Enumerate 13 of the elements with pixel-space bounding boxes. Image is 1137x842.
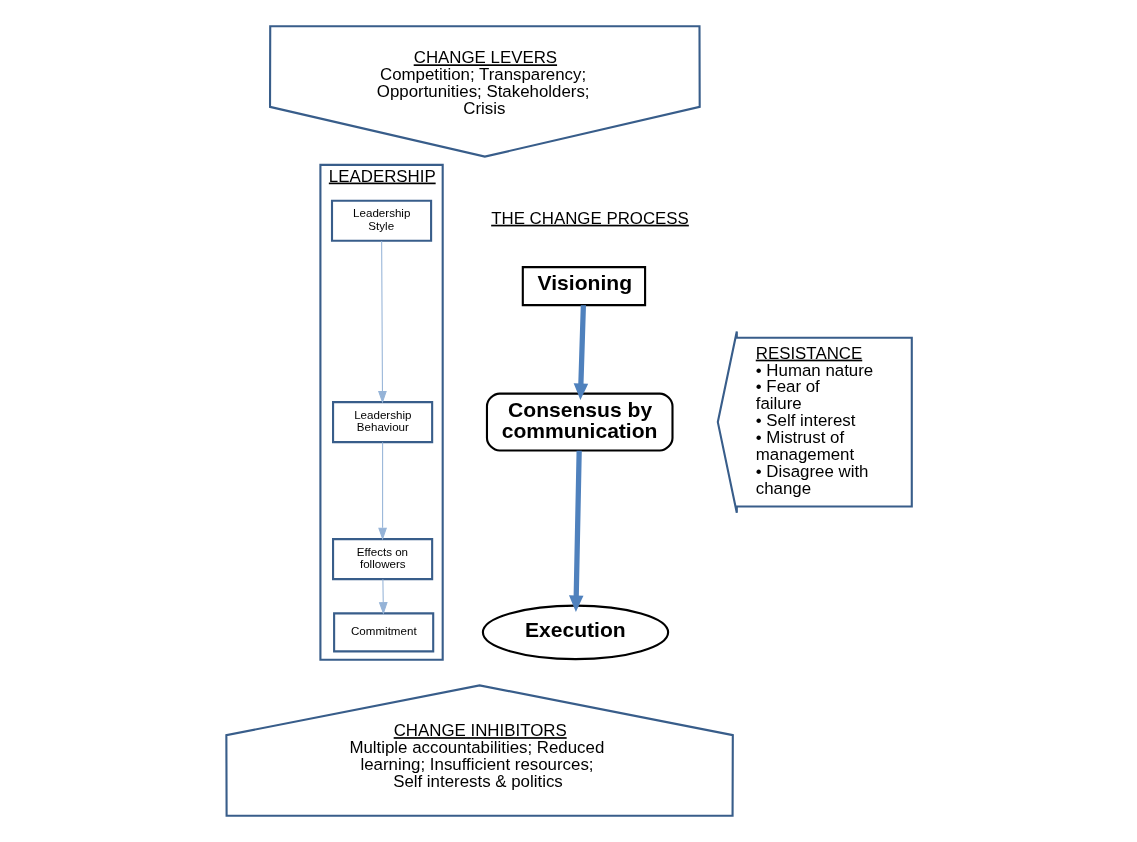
- node-box: Leadership Behaviour: [331, 401, 433, 444]
- arrow: [568, 450, 583, 613]
- node-box: Commitment: [332, 612, 434, 653]
- arrow: [377, 240, 387, 404]
- node-ellipse: Execution: [481, 604, 669, 661]
- node-box: Leadership Style: [330, 199, 432, 242]
- arrow: [377, 441, 387, 541]
- arrow: [573, 305, 588, 401]
- arrow: [378, 578, 388, 615]
- label: THE CHANGE PROCESS: [490, 208, 689, 228]
- node-box: Effects on followers: [331, 538, 433, 581]
- node-box: Visioning: [521, 266, 646, 307]
- node-box: Consensus by communication: [485, 392, 674, 452]
